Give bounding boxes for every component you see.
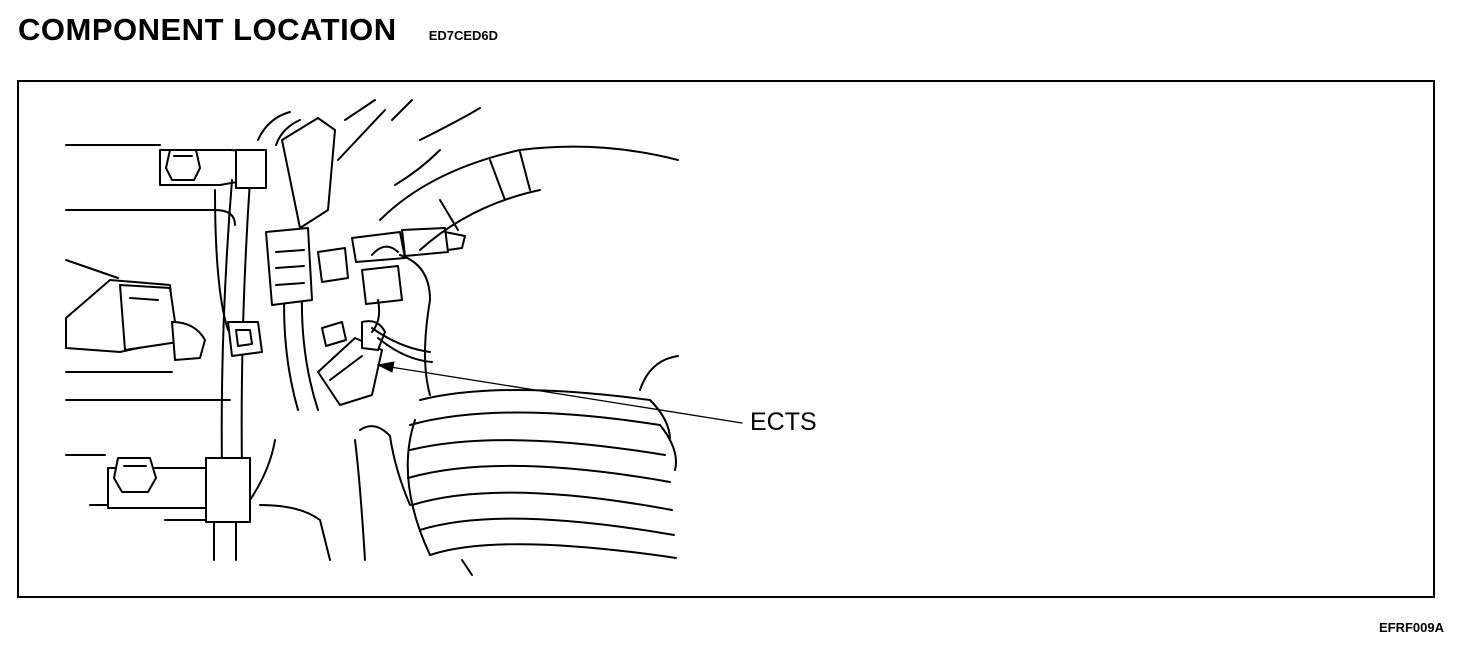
document-code: ED7CED6D <box>428 28 499 43</box>
corrugated-boot <box>354 389 677 576</box>
engine-block-lines <box>65 144 331 561</box>
page-title: COMPONENT LOCATION <box>18 12 397 47</box>
wiring-loom <box>257 99 466 411</box>
intake-hose <box>379 99 679 396</box>
figure-id: EFRF009A <box>1378 620 1444 635</box>
ects-sensor <box>317 299 433 406</box>
page-heading: COMPONENT LOCATION ED7CED6D <box>18 12 498 48</box>
ects-callout-label: ECTS <box>750 408 817 436</box>
lower-bracket <box>107 457 229 509</box>
ects-leader <box>376 361 743 424</box>
upper-bracket <box>159 149 249 186</box>
left-connector <box>65 279 263 361</box>
figure-frame <box>17 80 1435 598</box>
